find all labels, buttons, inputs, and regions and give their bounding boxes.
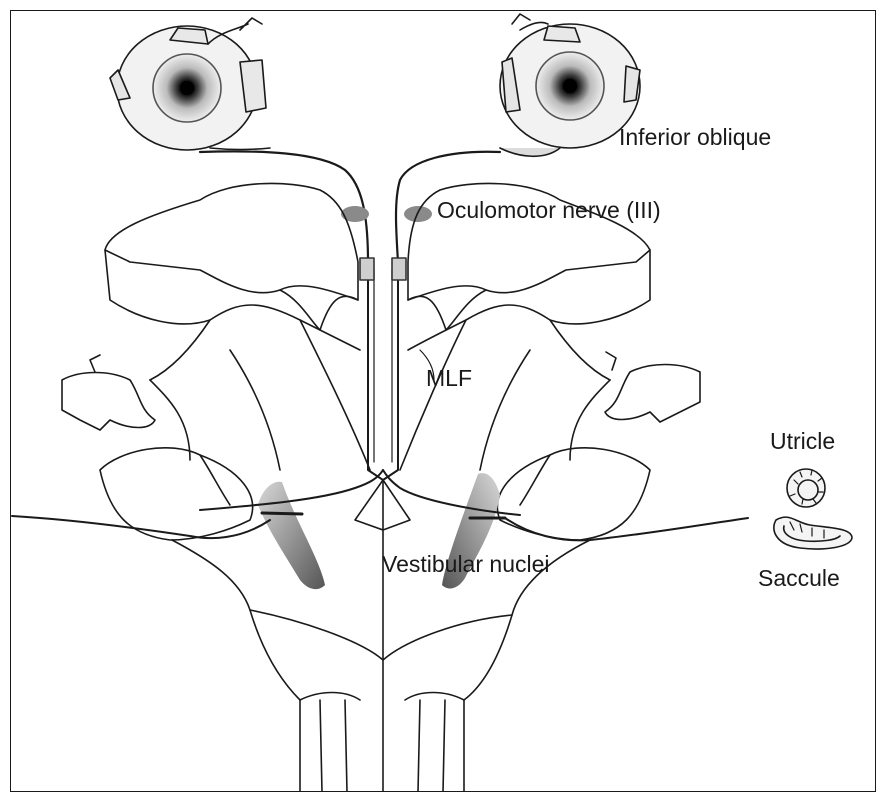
left-eye (110, 18, 270, 150)
label-mlf: MLF (426, 367, 472, 390)
label-oculomotor-nerve: Oculomotor nerve (III) (437, 199, 661, 222)
label-inferior-oblique: Inferior oblique (619, 126, 771, 149)
label-saccule: Saccule (758, 567, 840, 590)
label-utricle: Utricle (770, 430, 835, 453)
label-vestibular-nuclei: Vestibular nuclei (382, 553, 550, 576)
utricle (787, 469, 825, 507)
saccule (774, 517, 852, 549)
